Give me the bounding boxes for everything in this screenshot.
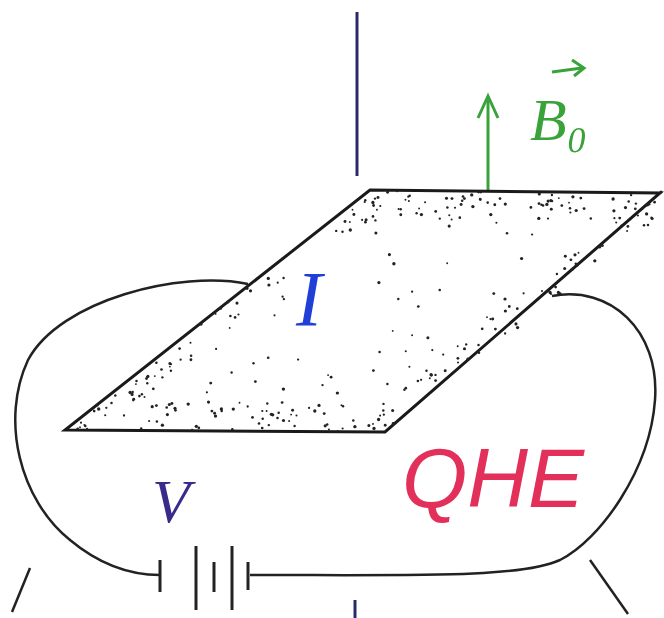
axis-line — [354, 600, 357, 618]
wire-stub — [590, 560, 628, 614]
axis-line — [356, 12, 359, 176]
sample-plate: I — [64, 188, 662, 434]
plate-outline — [64, 188, 662, 434]
wire-stub — [12, 568, 30, 612]
current-label: I — [296, 254, 322, 344]
effect-label: QHE — [402, 430, 584, 527]
battery-symbol — [160, 546, 248, 610]
field-label: B₀ — [530, 86, 588, 155]
voltage-label: V — [152, 466, 190, 537]
